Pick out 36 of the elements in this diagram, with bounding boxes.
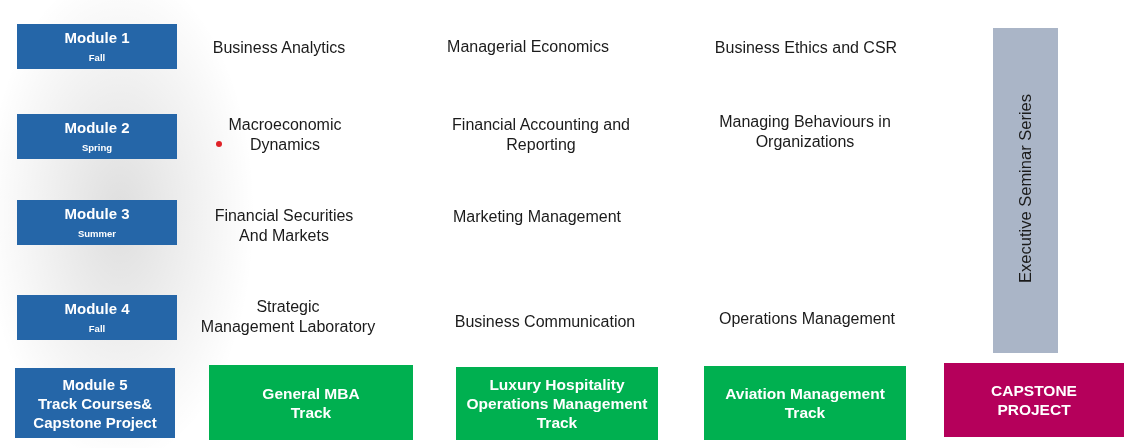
course-label: Financial Securities And Markets <box>214 207 354 244</box>
module-title: Module 4 <box>64 299 130 317</box>
track-title: Aviation Management Track <box>725 385 885 421</box>
course-label: Strategic Management Laboratory <box>200 298 376 335</box>
season-label: Spring <box>81 141 113 153</box>
module-title: Module 1 <box>64 28 130 46</box>
season-label: Fall <box>88 322 106 334</box>
track-box <box>456 367 658 440</box>
course-label: Financial Accounting and Reporting <box>452 116 630 153</box>
module-title: Module 2 <box>64 118 130 136</box>
course-label: Managing Behaviours in Organizations <box>719 113 891 150</box>
course-label: Business Analytics <box>212 39 346 56</box>
module-box <box>17 24 177 69</box>
seminar-title: Executive Seminar Series <box>1016 94 1035 283</box>
season-label: Summer <box>78 227 116 239</box>
module-subtitle: Track Courses& Capstone Project <box>33 394 157 431</box>
season-label: Fall <box>88 51 106 63</box>
course-label: Business Ethics and CSR <box>714 39 898 56</box>
track-box <box>209 365 413 440</box>
module-box <box>15 368 175 438</box>
track-title: General MBA Track <box>262 384 360 421</box>
course-label: Managerial Economics <box>447 38 609 55</box>
track-title: Luxury Hospitality Operations Management Track <box>466 376 648 431</box>
capstone-box <box>944 363 1124 437</box>
course-label: Operations Management <box>718 310 896 327</box>
capstone-title: CAPSTONE PROJECT <box>991 382 1077 418</box>
module-box <box>17 114 177 159</box>
module-box <box>17 295 177 340</box>
course-label: Macroeconomic Dynamics <box>228 116 342 153</box>
course-label: Business Communication <box>454 313 636 330</box>
track-box <box>704 366 906 440</box>
course-label: Marketing Management <box>452 208 622 225</box>
module-title: Module 3 <box>64 204 130 222</box>
module-box <box>17 200 177 245</box>
module-title: Module 5 <box>62 375 128 393</box>
seminar-bar <box>993 28 1058 353</box>
